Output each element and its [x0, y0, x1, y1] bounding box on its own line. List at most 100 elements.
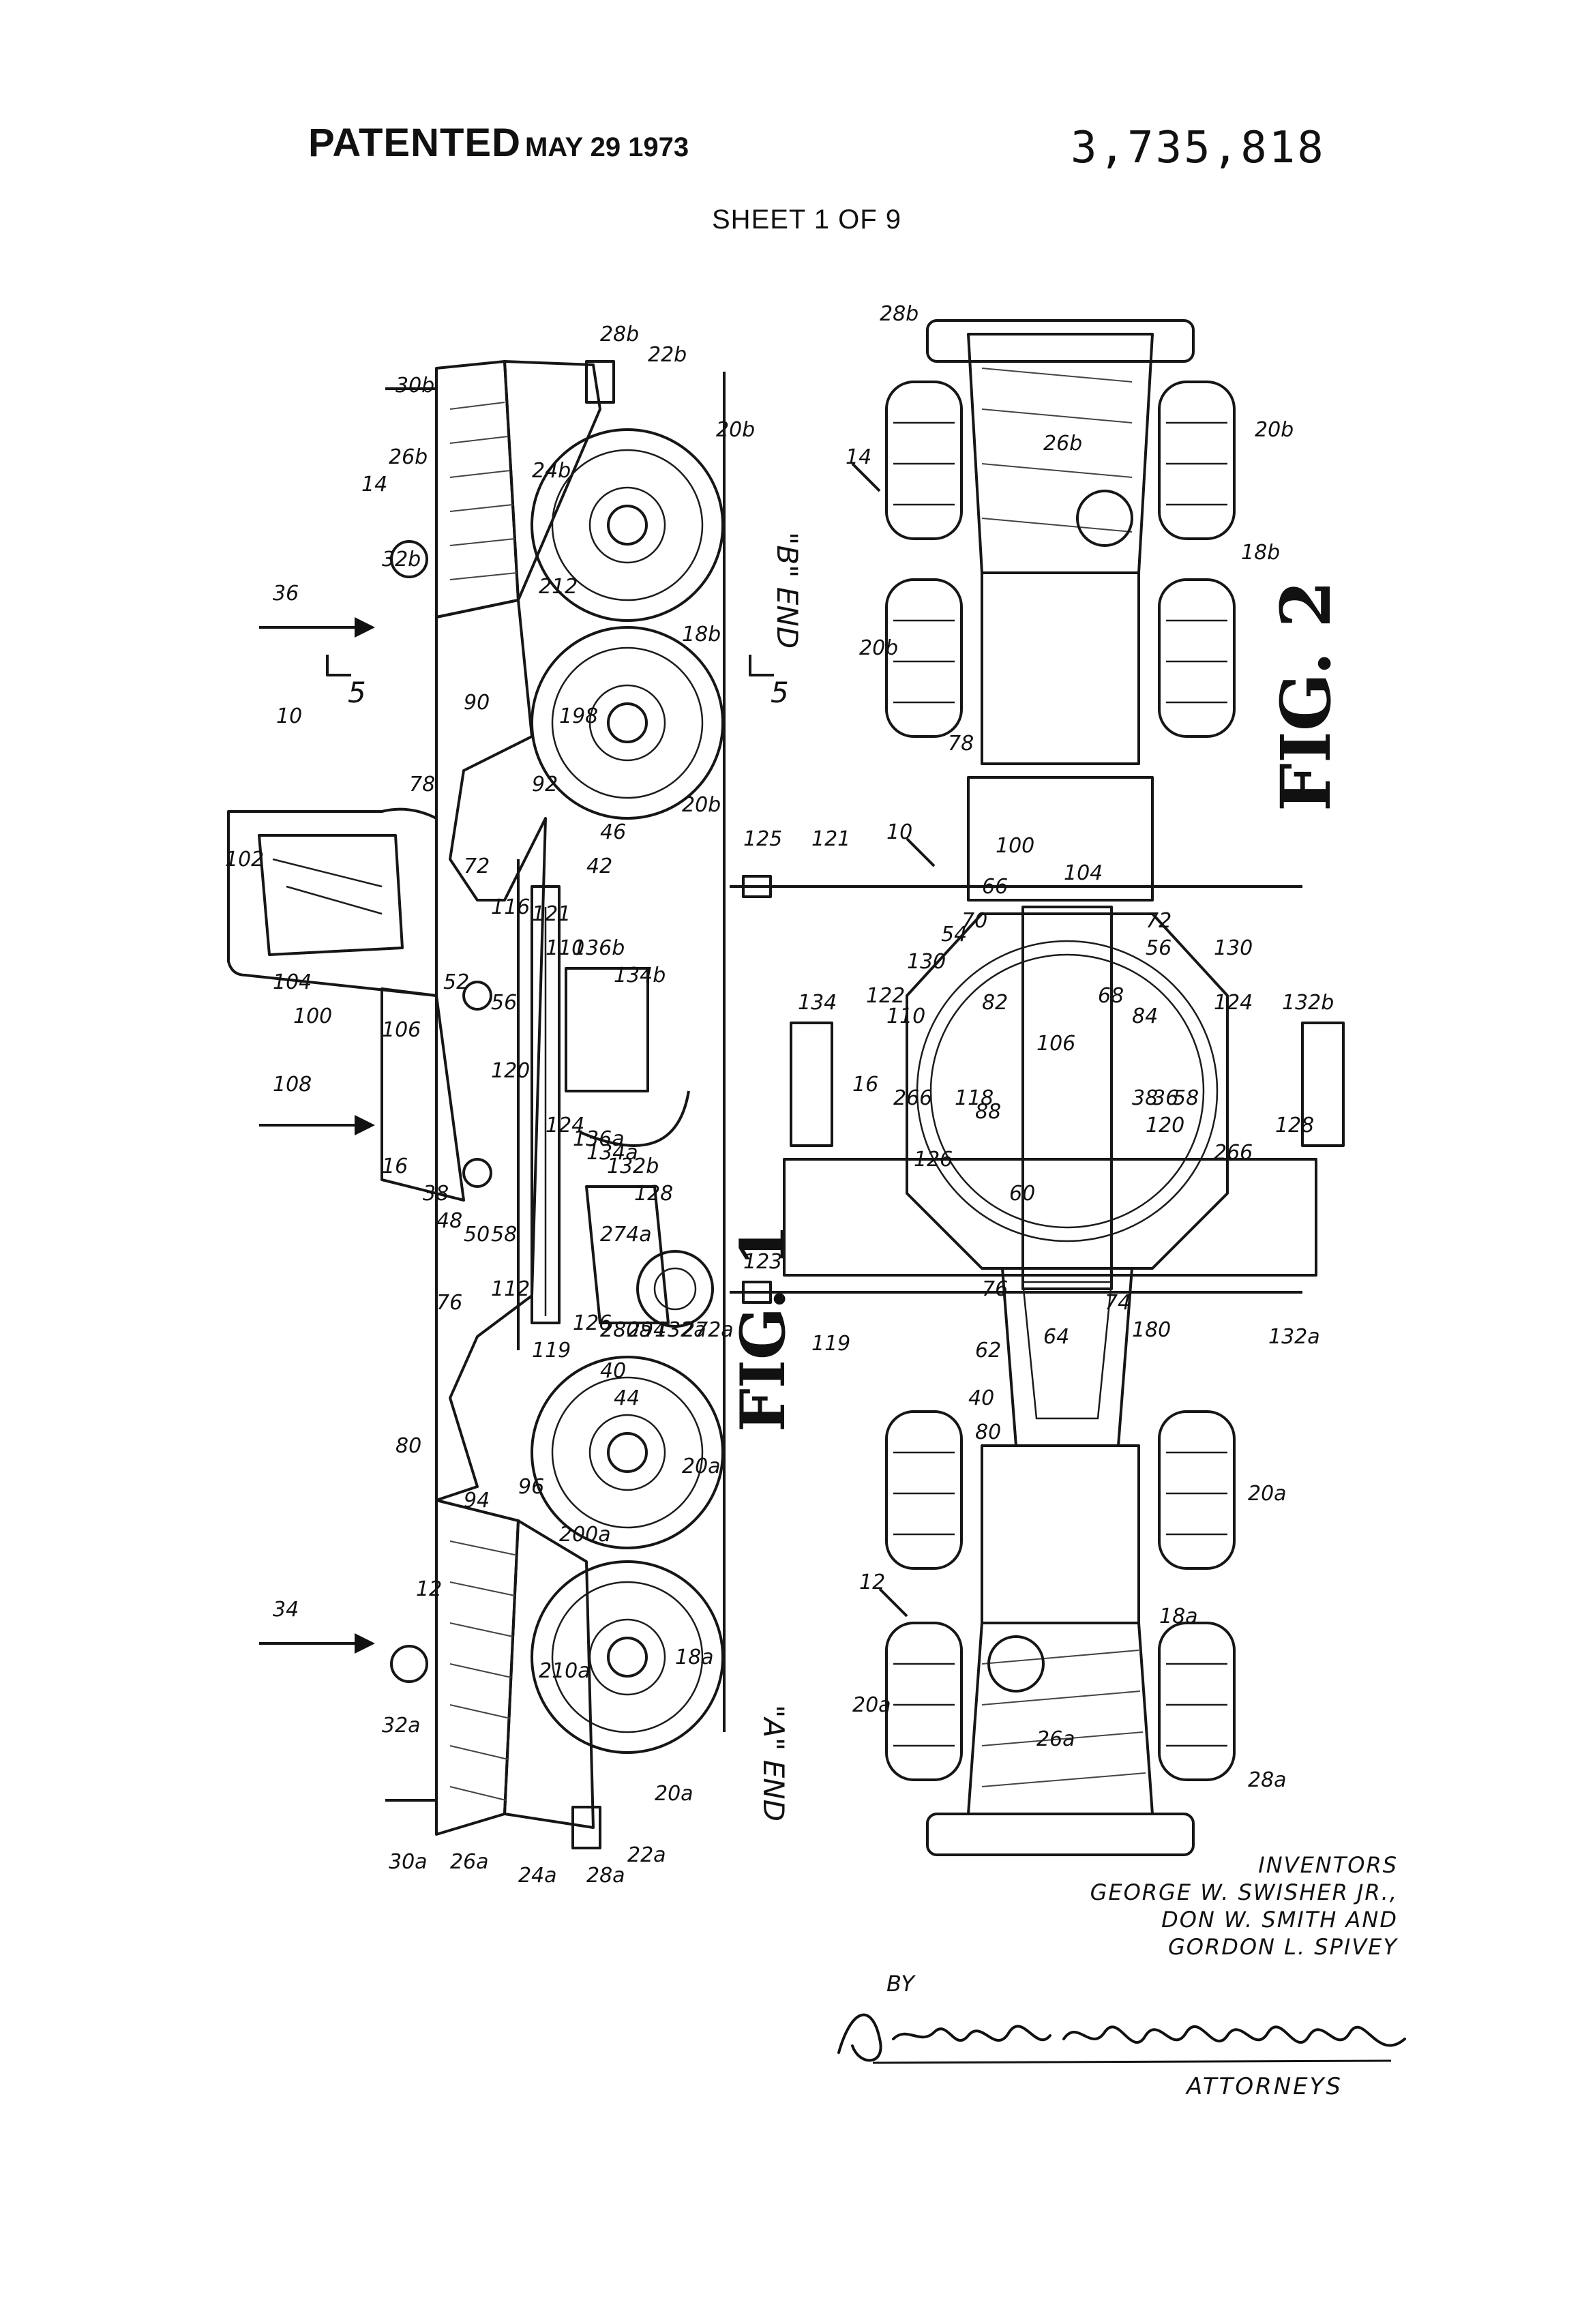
cab-100	[228, 809, 436, 996]
tire-20b-1	[886, 382, 961, 539]
by-label: BY	[886, 1971, 914, 1997]
ref-28a: 28a	[586, 1864, 625, 1888]
ref2-20b-lower: 20b	[859, 636, 898, 660]
cap-plan-a	[989, 1637, 1043, 1691]
ref-28b: 28b	[600, 323, 639, 346]
ref-106: 106	[382, 1018, 421, 1042]
ref-274a: 274a	[600, 1223, 652, 1247]
ref2-134: 134	[798, 991, 837, 1015]
section-mark-5-right	[750, 655, 774, 675]
ref2-40: 40	[968, 1386, 994, 1410]
neck-64	[1023, 1282, 1111, 1418]
ref2-12: 12	[859, 1570, 885, 1594]
ref-100: 100	[293, 1004, 332, 1028]
ref2-68: 68	[1098, 984, 1124, 1008]
ref2-125: 125	[743, 827, 782, 851]
ref-48: 48	[436, 1209, 462, 1233]
ref2-120: 120	[1146, 1114, 1184, 1137]
tire-20a-1	[886, 1412, 961, 1568]
tire-20a-2	[1159, 1412, 1234, 1568]
ref2-126: 126	[914, 1148, 953, 1172]
tire-20b-4	[1159, 580, 1234, 736]
ref-210a: 210a	[539, 1659, 591, 1683]
cap-plan-b	[1077, 491, 1132, 546]
ref2-58: 58	[1173, 1086, 1199, 1110]
ref-108: 108	[273, 1073, 312, 1097]
ref-76: 76	[436, 1291, 462, 1315]
ref2-180: 180	[1132, 1318, 1171, 1342]
ref-92: 92	[532, 773, 558, 796]
ref2-74: 74	[1105, 1291, 1131, 1315]
ref-14: 14	[361, 473, 387, 496]
ref2-132b: 132b	[1282, 991, 1334, 1015]
attorneys-label: ATTORNEYS	[1186, 2073, 1343, 2100]
ref-20b-lower: 20b	[682, 793, 721, 817]
ref2-64: 64	[1043, 1325, 1069, 1349]
ref-120: 120	[491, 1059, 530, 1083]
ref2-132a: 132a	[1268, 1325, 1320, 1349]
frame-outline	[436, 600, 546, 1500]
ref2-66: 66	[982, 875, 1008, 899]
ref-46: 46	[600, 820, 626, 844]
fig1-reference-numerals: 30b 26b 14 32b 28b 22b 20b 24b 212 18b 1…	[225, 323, 755, 1888]
ref-24b: 24b	[532, 459, 571, 483]
ref-32a: 32a	[382, 1714, 421, 1738]
section-5-left-label: 5	[348, 676, 366, 709]
ref-116: 116	[491, 895, 530, 919]
ref2-26a: 26a	[1036, 1727, 1075, 1751]
arrow-34	[355, 1633, 375, 1654]
ref-42: 42	[586, 854, 612, 878]
ref-112: 112	[491, 1277, 530, 1301]
ref-56: 56	[491, 991, 517, 1015]
bumper-28b-plan	[927, 321, 1193, 361]
ref2-62: 62	[975, 1339, 1001, 1362]
ref-121: 121	[532, 902, 571, 926]
ref2-72: 72	[1146, 909, 1171, 933]
ref-20b: 20b	[716, 418, 755, 442]
ref2-266: 266	[893, 1086, 932, 1110]
ref-132b: 132b	[607, 1154, 659, 1178]
frame-18a-plan	[982, 1446, 1139, 1623]
ref-44: 44	[614, 1386, 640, 1410]
ref2-110: 110	[886, 1004, 925, 1028]
ref-22a: 22a	[627, 1843, 666, 1867]
a-end-label: "A" END	[757, 1705, 790, 1821]
screed-128	[784, 1159, 1316, 1275]
ref2-128: 128	[1275, 1114, 1314, 1137]
ref-38: 38	[423, 1182, 449, 1206]
cab-window-102	[259, 835, 402, 955]
ref2-56: 56	[1146, 936, 1171, 960]
ref2-16: 16	[852, 1073, 878, 1097]
ref2-20a: 20a	[1248, 1482, 1287, 1506]
ref2-82: 82	[982, 991, 1008, 1015]
housing-134a	[586, 1187, 668, 1323]
ref-72: 72	[464, 854, 490, 878]
inventor-line-3: GORDON L. SPIVEY	[1016, 1933, 1398, 1961]
ref-94: 94	[464, 1489, 490, 1513]
ref2-26b: 26b	[1043, 432, 1082, 456]
ref-200a: 200a	[559, 1523, 611, 1547]
ref-24a: 24a	[518, 1864, 557, 1888]
tire-20a-3	[886, 1623, 961, 1780]
ref-128: 128	[634, 1182, 673, 1206]
ref-80: 80	[395, 1434, 421, 1458]
ref2-18b: 18b	[1241, 541, 1280, 565]
ref-52: 52	[443, 970, 469, 994]
b-end-label: "B" END	[771, 532, 804, 649]
ref2-18a: 18a	[1159, 1605, 1198, 1628]
ref2-88: 88	[975, 1100, 1001, 1124]
section-mark-5-left	[327, 655, 351, 675]
ref-18b: 18b	[682, 623, 721, 646]
ref-198: 198	[559, 704, 598, 728]
ref2-28a: 28a	[1248, 1768, 1287, 1792]
ref-34: 34	[273, 1598, 299, 1622]
rail-134	[791, 1023, 832, 1146]
ref-102: 102	[225, 848, 264, 872]
ref2-20a-lower: 20a	[852, 1693, 891, 1717]
ref-32b: 32b	[382, 548, 421, 571]
inventors-block: INVENTORS GEORGE W. SWISHER JR., DON W. …	[1016, 1851, 1398, 1961]
ref2-123: 123	[743, 1250, 782, 1274]
ref-58: 58	[491, 1223, 517, 1247]
ref-20a: 20a	[682, 1455, 721, 1478]
